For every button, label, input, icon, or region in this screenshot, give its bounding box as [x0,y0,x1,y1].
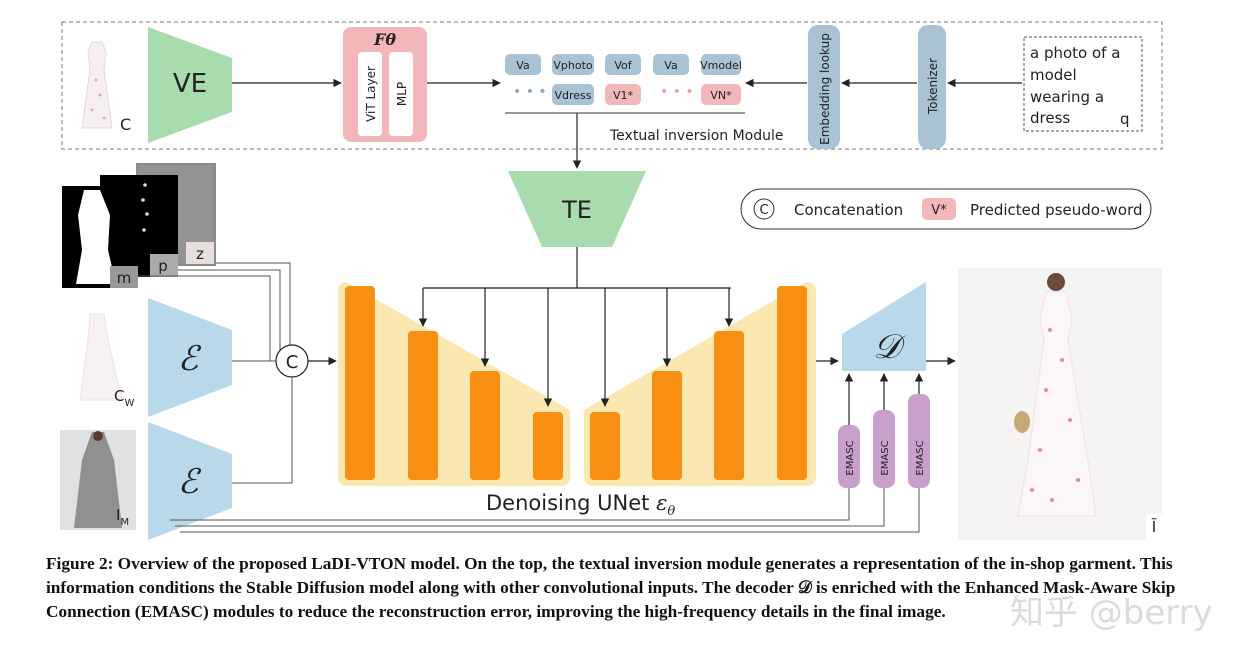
garment-c-label: C [120,115,131,134]
token-label: Va [664,59,677,72]
unet-down-bg [338,282,570,486]
unet-up-bg [584,282,816,486]
unet-block [533,412,563,480]
concat-symbol-circle [753,198,775,220]
emasc-module [873,410,895,488]
emasc-label: EMASC [915,440,926,475]
unet-block [714,331,744,480]
masked-model-image-im [60,430,136,530]
text-encoder-label: TE [561,196,592,224]
textual-inversion-module-box [61,21,1163,150]
warped-garment-cw [79,313,123,401]
text-encoder-shape [508,171,646,247]
unet-block [470,371,500,480]
emasc-module [908,394,930,488]
token-box [505,54,541,75]
prompt-q-label: q [1120,110,1130,128]
visual-encoder-shape [148,27,232,143]
prompt-line: a photo of a [1030,44,1120,62]
mask-input-m [62,186,138,288]
vit-layer-label: ViT Layer [364,66,378,122]
embedding-lookup-box [808,25,840,149]
concat-label: Concatenation [794,201,903,219]
unet-label: Denoising UNet εθ [486,491,675,519]
ellipsis-dots-pink: • • • [660,84,694,100]
mlp-label: MLP [395,82,409,106]
m-label: m [117,269,132,287]
emasc-label: EMASC [880,440,891,475]
decoder-shape [842,282,926,371]
unet-block [590,412,620,480]
conditioning-lines [423,247,731,289]
encoder-shape-top [148,298,232,417]
unet-block [345,286,375,480]
token-box [605,54,641,75]
prompt-line: wearing a [1030,88,1104,106]
prompt-line: dress [1030,109,1070,127]
cw-label: CW [114,387,134,409]
mlp-box [389,52,413,136]
concat-node-label: C [286,352,299,373]
prompt-line: model [1030,66,1077,84]
token-box [653,54,689,75]
garment-image-c [78,38,116,132]
f-theta-title: Fθ [373,30,396,49]
skip-connection-lines [170,488,920,533]
output-label: Ĩ [1151,517,1157,536]
tokenizer-label: Tokenizer [926,58,940,115]
token-label: VN* [710,89,732,102]
input-lines [138,262,291,361]
token-label: Vof [614,59,632,72]
unet-blocks [345,286,807,480]
z-label: z [196,245,204,263]
pseudo-word-swatch [922,198,956,220]
token-label: Va [516,59,529,72]
p-label: p [158,257,168,275]
pseudo-token-box [701,84,741,105]
vit-layer-box [358,52,382,136]
concat-symbol: C [759,203,768,218]
token-box [552,54,594,75]
tokenizer-box [918,25,946,149]
embedding-lookup-label: Embedding lookup [818,33,832,145]
prompt-box [1023,36,1143,132]
unet-block [777,286,807,480]
output-image [958,268,1162,540]
module-label: Textual inversion Module [609,128,784,144]
figure-caption: Figure 2: Overview of the proposed LaDI-… [46,554,1176,621]
ellipsis-dots: • • • [513,84,547,100]
emasc-label: EMASC [845,440,856,475]
unet-block [408,331,438,480]
token-label: V1* [613,89,634,102]
token-label: Vphoto [553,59,593,72]
pseudo-word-symbol: V* [931,203,947,218]
unet-block [652,371,682,480]
token-box [552,84,594,105]
token-box [701,54,741,75]
token-label: Vdress [554,89,591,102]
watermark: 知乎 @berry [1010,593,1213,633]
pseudo-word-label: Predicted pseudo-word [970,201,1143,219]
token-label: Vmodel [700,59,742,72]
encoder-shape-bottom [148,422,232,540]
encoder-symbol-bottom: ℰ [178,462,202,502]
ladi-vton-diagram: C VE Fθ ViT Layer MLP Va Vphoto Vof Va V… [60,21,1163,540]
pseudo-token-box [605,84,641,105]
encoder-symbol-top: ℰ [178,339,202,379]
emasc-module [838,425,860,488]
visual-encoder-label: VE [173,69,207,99]
token-row-1 [505,54,741,75]
